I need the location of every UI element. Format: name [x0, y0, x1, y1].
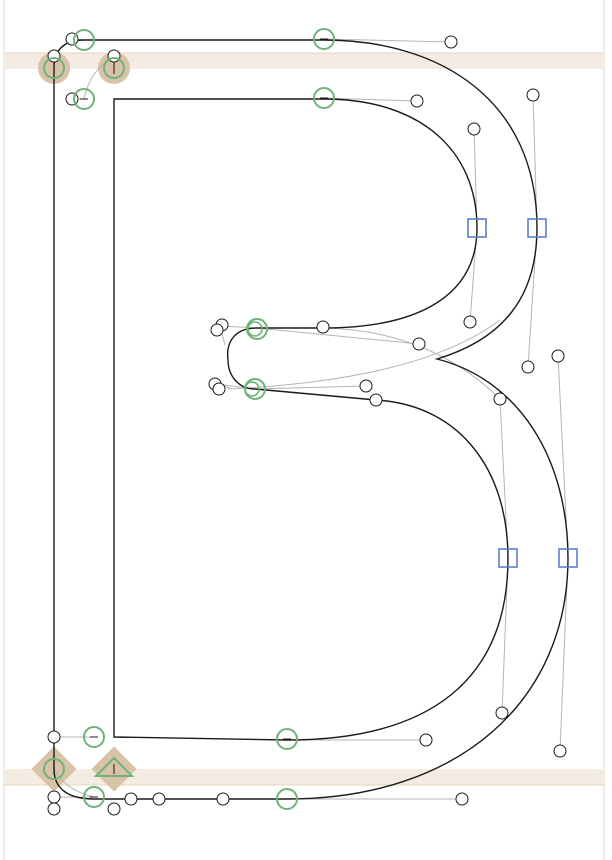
offcurve-point[interactable]: [47, 790, 61, 804]
oncurve-inner-rings: [244, 321, 263, 397]
oncurve-point[interactable]: [276, 788, 298, 810]
extremum-points: [467, 218, 578, 568]
offcurve-point[interactable]: [359, 379, 373, 393]
offcurve-point[interactable]: [467, 122, 481, 136]
offcurve-point[interactable]: [553, 744, 567, 758]
offcurve-point[interactable]: [410, 94, 424, 108]
oncurve-point[interactable]: [43, 57, 65, 79]
outer-contour[interactable]: [53, 39, 569, 800]
offcurve-point[interactable]: [212, 382, 226, 396]
offcurve-points: [47, 32, 567, 816]
offcurve-point[interactable]: [65, 92, 79, 106]
oncurve-point[interactable]: [313, 28, 335, 50]
offcurve-point[interactable]: [107, 802, 121, 816]
offcurve-point[interactable]: [107, 49, 121, 63]
oncurve-point[interactable]: [246, 318, 268, 340]
oncurve-point[interactable]: [73, 88, 95, 110]
oncurve-point[interactable]: [103, 57, 125, 79]
corner-highlights: [31, 52, 137, 792]
extremum-point[interactable]: [467, 218, 487, 238]
extremum-point[interactable]: [558, 548, 578, 568]
offcurve-point[interactable]: [47, 802, 61, 816]
offcurve-point[interactable]: [551, 349, 565, 363]
cap-height-band: [4, 53, 604, 69]
offcurve-point[interactable]: [124, 792, 138, 806]
offcurve-point[interactable]: [493, 392, 507, 406]
offcurve-point[interactable]: [455, 792, 469, 806]
oncurve-point[interactable]: [83, 726, 105, 748]
start-point-triangle-icon[interactable]: [93, 756, 135, 777]
offcurve-point[interactable]: [526, 88, 540, 102]
extremum-point[interactable]: [527, 218, 547, 238]
offcurve-point[interactable]: [152, 792, 166, 806]
oncurve-points: [43, 28, 335, 810]
offcurve-point[interactable]: [316, 320, 330, 334]
offcurve-point[interactable]: [369, 393, 383, 407]
oncurve-point[interactable]: [276, 728, 298, 750]
point-ticks: [53, 38, 328, 800]
inner-contour[interactable]: [113, 98, 509, 741]
offcurve-point[interactable]: [412, 337, 426, 351]
offcurve-point[interactable]: [47, 730, 61, 744]
offcurve-point[interactable]: [463, 315, 477, 329]
extremum-point[interactable]: [498, 548, 518, 568]
offcurve-point[interactable]: [216, 792, 230, 806]
offcurve-point[interactable]: [444, 35, 458, 49]
oncurve-point[interactable]: [73, 29, 95, 51]
offcurve-point[interactable]: [495, 706, 509, 720]
baseline-band: [4, 769, 604, 785]
handle-lines: [53, 38, 569, 800]
offcurve-point[interactable]: [47, 49, 61, 63]
offcurve-point[interactable]: [210, 323, 224, 337]
oncurve-point[interactable]: [313, 87, 335, 109]
offcurve-point[interactable]: [419, 733, 433, 747]
oncurve-point[interactable]: [43, 758, 65, 780]
offcurve-point[interactable]: [521, 360, 535, 374]
oncurve-point[interactable]: [83, 786, 105, 808]
